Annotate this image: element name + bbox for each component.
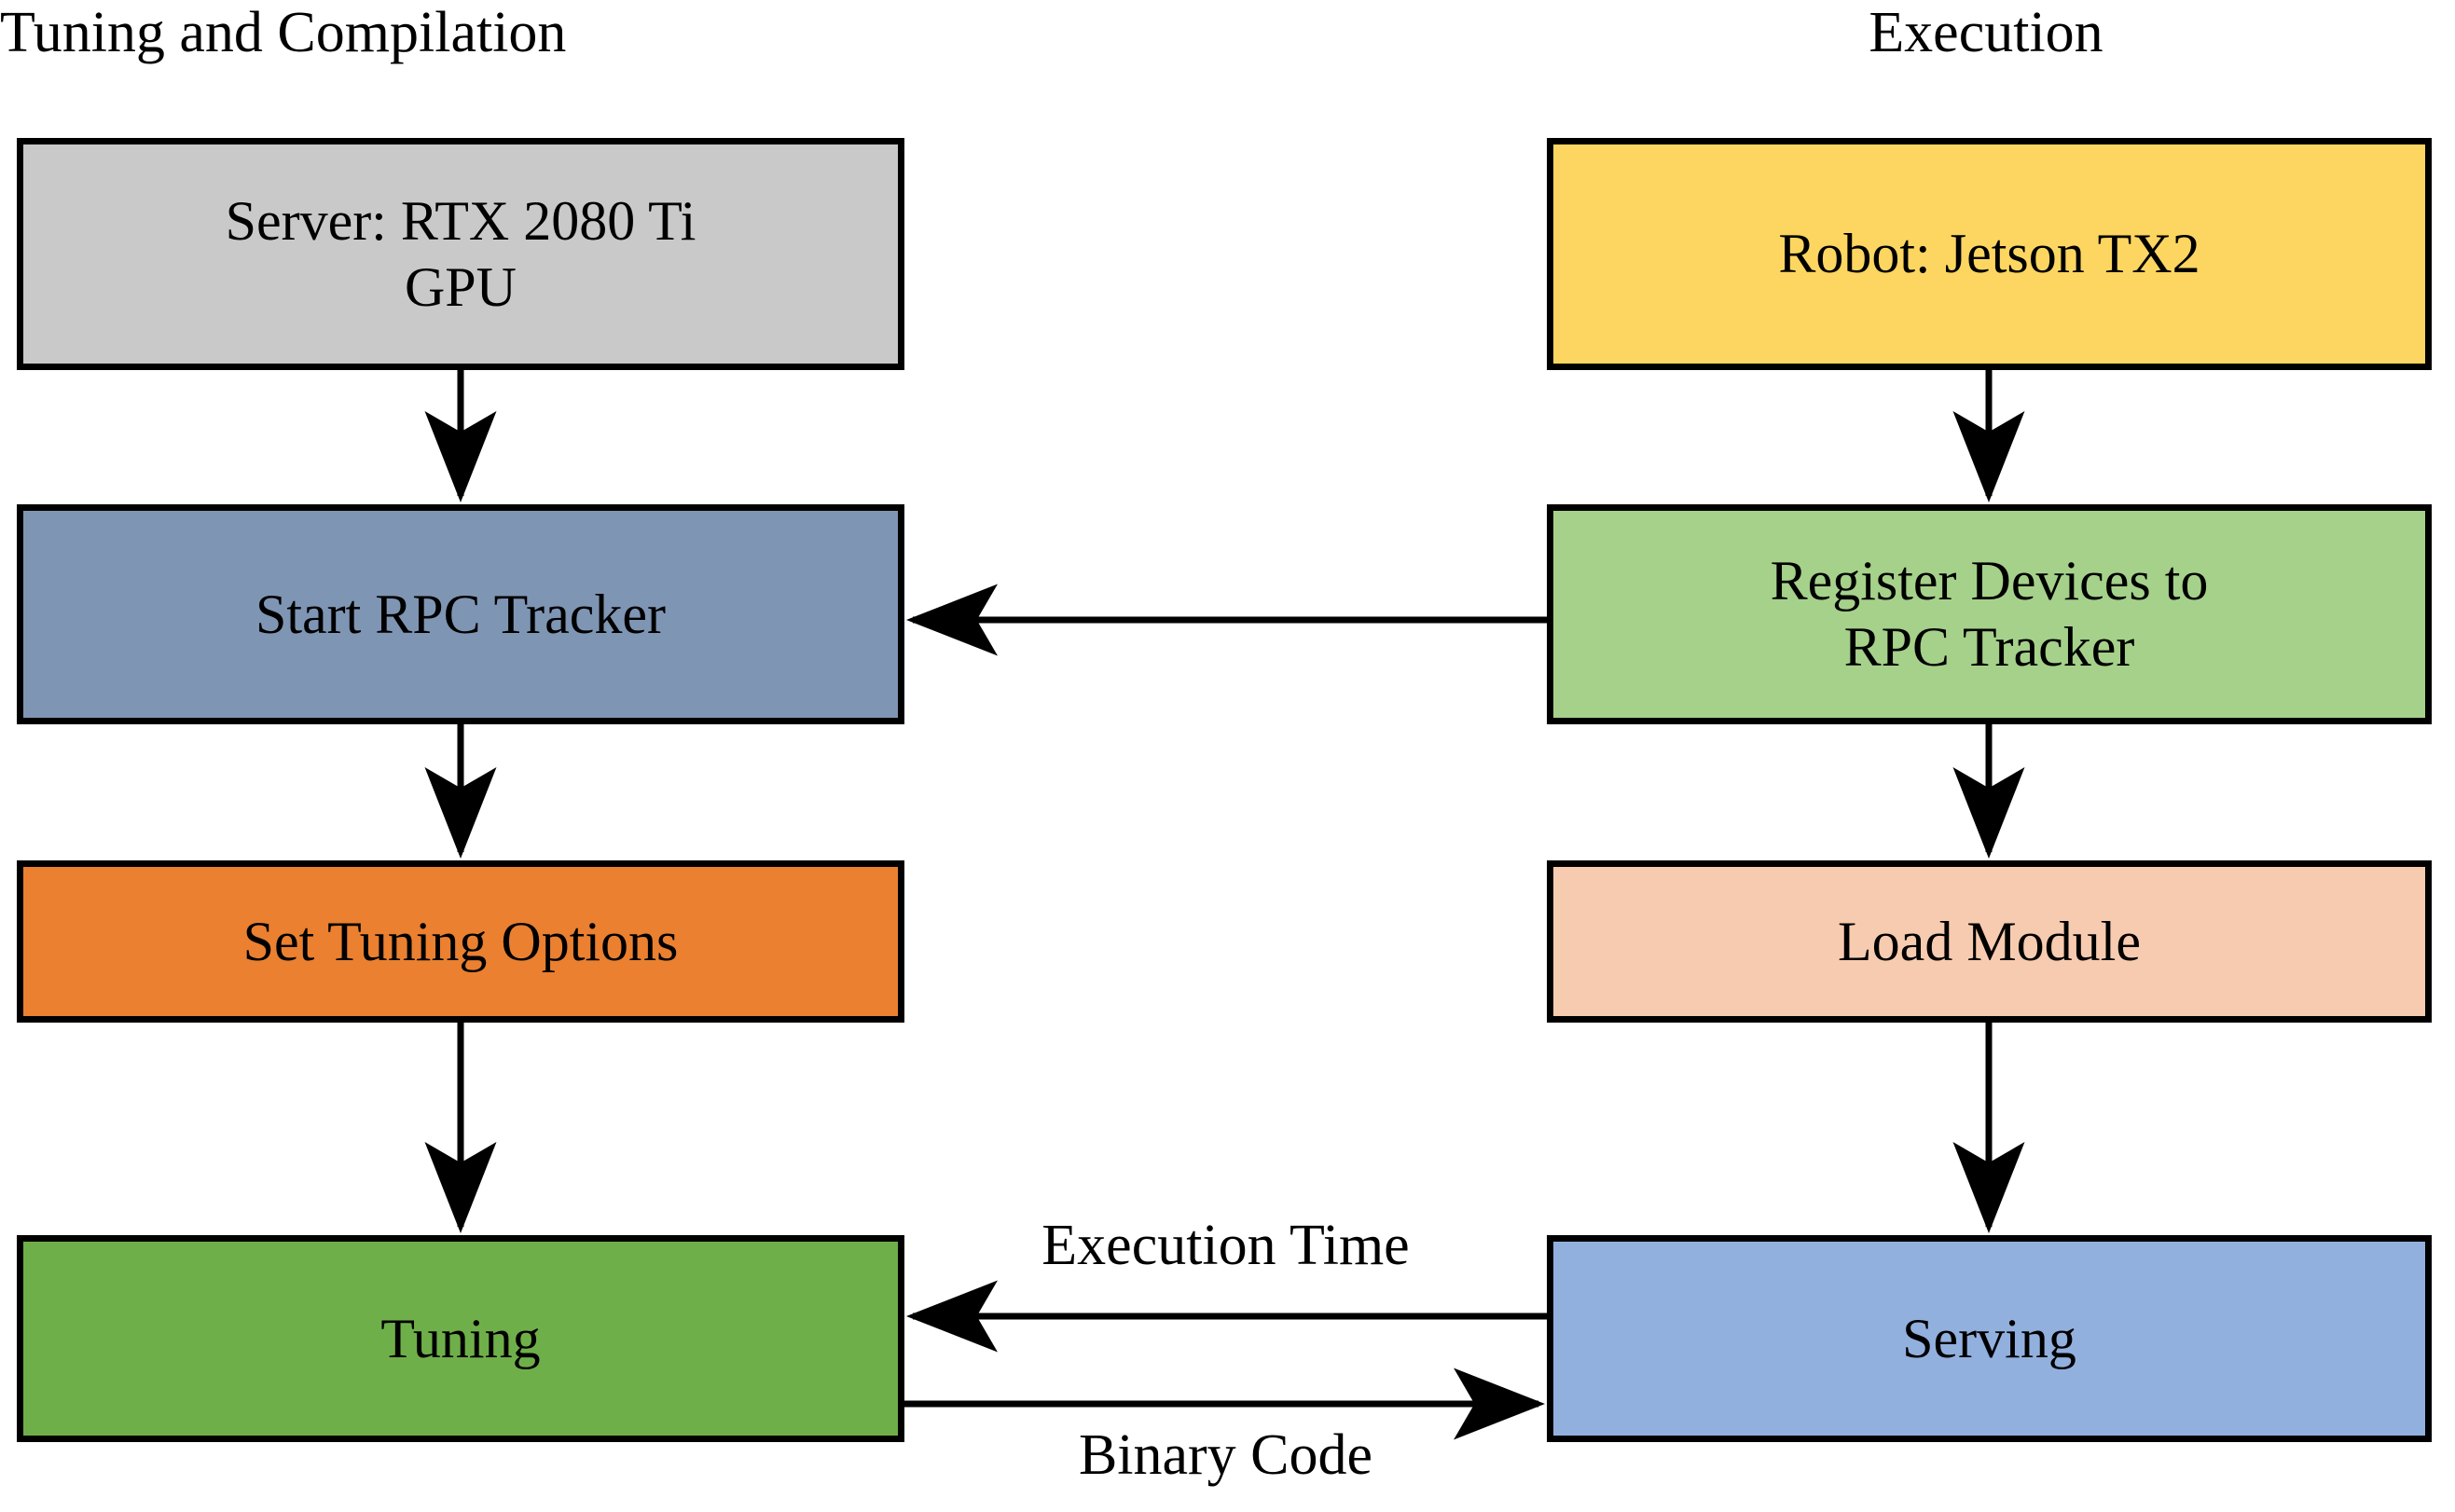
edge-label-execution-time: Execution Time — [1041, 1214, 1410, 1277]
edge-label-binary-code: Binary Code — [1078, 1423, 1373, 1487]
node-start-rpc-tracker-label: Start RPC Tracker — [255, 583, 667, 645]
node-server-label: Server: RTX 2080 Ti GPU — [225, 189, 697, 318]
node-robot[interactable]: Robot: Jetson TX2 — [1547, 138, 2432, 370]
node-set-tuning-options[interactable]: Set Tuning Options — [17, 860, 904, 1023]
column-title-execution: Execution — [1869, 1, 2103, 64]
node-register-devices[interactable]: Register Devices to RPC Tracker — [1547, 504, 2432, 724]
node-serving[interactable]: Serving — [1547, 1235, 2432, 1442]
node-robot-label: Robot: Jetson TX2 — [1778, 223, 2200, 285]
node-serving-label: Serving — [1902, 1307, 2076, 1369]
node-set-tuning-options-label: Set Tuning Options — [242, 910, 679, 972]
node-server[interactable]: Server: RTX 2080 Ti GPU — [17, 138, 904, 370]
column-title-tuning-and-compilation: Tuning and Compilation — [0, 1, 567, 64]
node-tuning[interactable]: Tuning — [17, 1235, 904, 1442]
node-load-module-label: Load Module — [1838, 910, 2141, 972]
node-register-devices-label: Register Devices to RPC Tracker — [1770, 550, 2209, 678]
node-tuning-label: Tuning — [380, 1307, 541, 1369]
node-load-module[interactable]: Load Module — [1547, 860, 2432, 1023]
node-start-rpc-tracker[interactable]: Start RPC Tracker — [17, 504, 904, 724]
